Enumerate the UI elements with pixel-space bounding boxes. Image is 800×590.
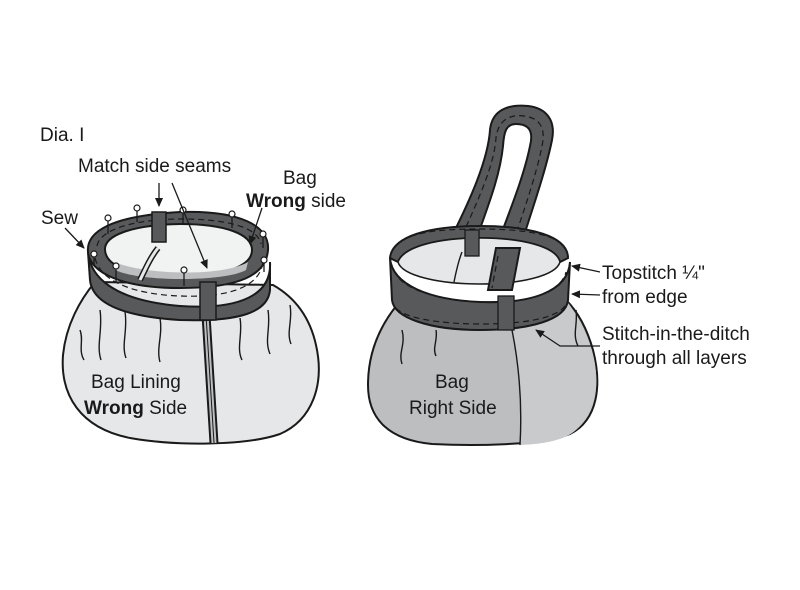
- lining-wrong-rest: Side: [144, 398, 187, 419]
- lining-label-line2: Wrong Side: [84, 398, 187, 419]
- bag-wrong-rest: side: [306, 191, 346, 212]
- lining-folds: [79, 304, 292, 363]
- band-front: [87, 251, 272, 322]
- left-callouts: [64, 182, 263, 269]
- topstitch-label-line2: from edge: [602, 287, 688, 308]
- lining-label-line1: Bag Lining: [91, 372, 181, 393]
- match-seams-label: Match side seams: [78, 156, 231, 177]
- bag-wrong-label-line2: Wrong side: [246, 191, 346, 212]
- lining-wrong-bold: Wrong: [84, 398, 144, 419]
- band-front-right: [389, 257, 571, 332]
- sew-label: Sew: [41, 208, 78, 229]
- figure-label: Dia. I: [40, 125, 84, 146]
- bag-label-line2: Right Side: [409, 398, 497, 419]
- ditch-label-line2: through all layers: [602, 348, 747, 369]
- bag-label-line1: Bag: [435, 372, 469, 393]
- ditch-label-line1: Stitch-in-the-ditch: [602, 324, 750, 345]
- right-illustration: Bag Right Side Topstitch ¼" from edge St…: [366, 104, 750, 446]
- lining-body: [61, 280, 320, 445]
- topstitch-label-line1: Topstitch ¼": [602, 263, 705, 284]
- bag-wrong-bold: Wrong: [246, 191, 306, 212]
- left-illustration: Dia. I Match side seams Bag Wrong side S…: [40, 125, 346, 445]
- bag-wrong-label-line1: Bag: [283, 168, 317, 189]
- pins: [90, 204, 268, 286]
- right-callouts: [535, 263, 601, 347]
